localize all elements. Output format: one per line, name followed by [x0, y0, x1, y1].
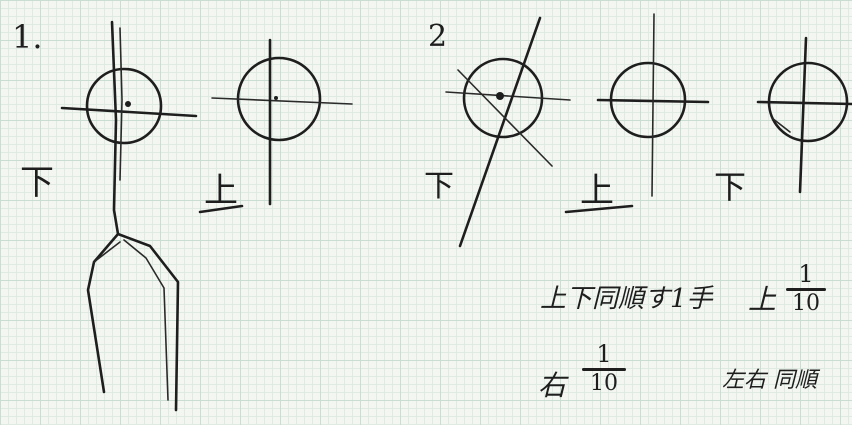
diagonal-line [458, 16, 542, 248]
arch-right-edge [116, 232, 180, 412]
arch-inner-line [123, 239, 169, 401]
section1-diagram-b [211, 38, 353, 206]
shading-stroke [771, 117, 791, 133]
section2-number: 2 [428, 19, 447, 54]
fraction-numerator: 1 [596, 340, 612, 368]
vertical-axis [651, 13, 655, 197]
arch-cross-stroke [93, 241, 121, 263]
section1-underline [198, 204, 244, 214]
note-line2-prefix: 右 [538, 369, 567, 402]
note-line2-fraction: 1 10 [582, 342, 626, 395]
section1-number: 1. [12, 18, 43, 56]
section1-label-first: 下 [20, 163, 54, 203]
center-dot [274, 96, 278, 100]
horizontal-axis [445, 91, 571, 101]
section2-underline [564, 204, 634, 214]
arch-left-edge [86, 232, 120, 394]
ring-circle [85, 67, 163, 145]
fraction-bar [786, 288, 826, 291]
section2-diagram-b [596, 13, 710, 197]
center-dot [496, 92, 504, 100]
section2-label-second: 上 [580, 171, 614, 211]
vertical-rod-double [119, 27, 123, 181]
section2-diagram-a [445, 16, 571, 248]
fraction-numerator: 1 [798, 260, 814, 288]
horizontal-axis [211, 97, 353, 105]
center-dot [125, 101, 131, 107]
vertical-axis [798, 36, 808, 194]
horizontal-axis [60, 106, 198, 118]
diagonal-line-2 [457, 69, 553, 167]
note-line2-suffix: 左右 同順 [722, 368, 817, 393]
note-line1-fraction: 1 10 [786, 262, 826, 315]
vertical-rod [110, 20, 120, 236]
note-line1-prefix: 上 [748, 283, 777, 316]
note-line1-text: 上下同順す1手 [540, 284, 713, 314]
fraction-denominator: 10 [590, 371, 618, 396]
horizontal-axis [756, 100, 852, 106]
section2-label-third: 下 [714, 168, 746, 206]
fraction-bar [582, 368, 626, 371]
section2-diagram-c [756, 36, 852, 194]
section1-label-second: 上 [204, 171, 238, 211]
section1-diagram-a [60, 20, 198, 412]
fraction-denominator: 10 [792, 291, 820, 316]
section2-label-first: 下 [424, 169, 454, 204]
